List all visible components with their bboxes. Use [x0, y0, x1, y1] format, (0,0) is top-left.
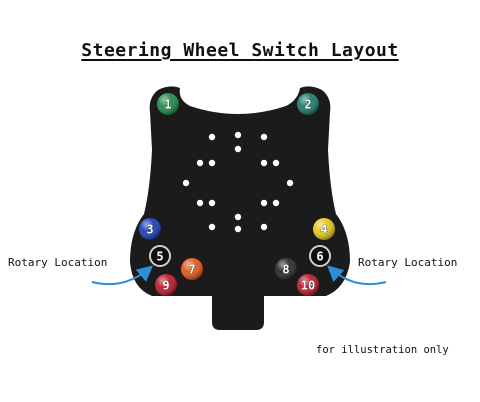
button-label-3: 3: [146, 223, 153, 237]
rotary-location-label-left: Rotary Location: [8, 256, 108, 269]
button-label-1: 1: [164, 98, 171, 112]
button-1: 1: [157, 93, 179, 115]
button-label-6: 6: [316, 250, 323, 264]
button-label-9: 9: [162, 279, 169, 293]
button-3: 3: [139, 218, 161, 240]
rotary-location-label-right: Rotary Location: [358, 256, 458, 269]
button-label-7: 7: [188, 263, 195, 277]
illustration-note: for illustration only: [316, 344, 449, 356]
buttons-layer: 1 2 3 4 5 6 7 8 9 10: [139, 93, 335, 296]
button-9: 9: [155, 274, 177, 296]
button-label-8: 8: [282, 263, 289, 277]
button-4: 4: [313, 218, 335, 240]
rotary-6: 6: [309, 245, 331, 267]
diagram-title: Steering Wheel Switch Layout: [81, 40, 399, 61]
button-label-10: 10: [301, 279, 315, 293]
rotary-arrow-left: [91, 265, 154, 286]
button-label-4: 4: [320, 223, 327, 237]
button-label-2: 2: [304, 98, 311, 112]
button-8: 8: [275, 258, 297, 280]
button-10: 10: [297, 274, 319, 296]
button-7: 7: [181, 258, 203, 280]
mounting-holes: [182, 131, 294, 233]
button-2: 2: [297, 93, 319, 115]
rotary-arrow-right: [327, 265, 387, 286]
rotary-5: 5: [149, 245, 171, 267]
button-label-5: 5: [156, 250, 163, 264]
